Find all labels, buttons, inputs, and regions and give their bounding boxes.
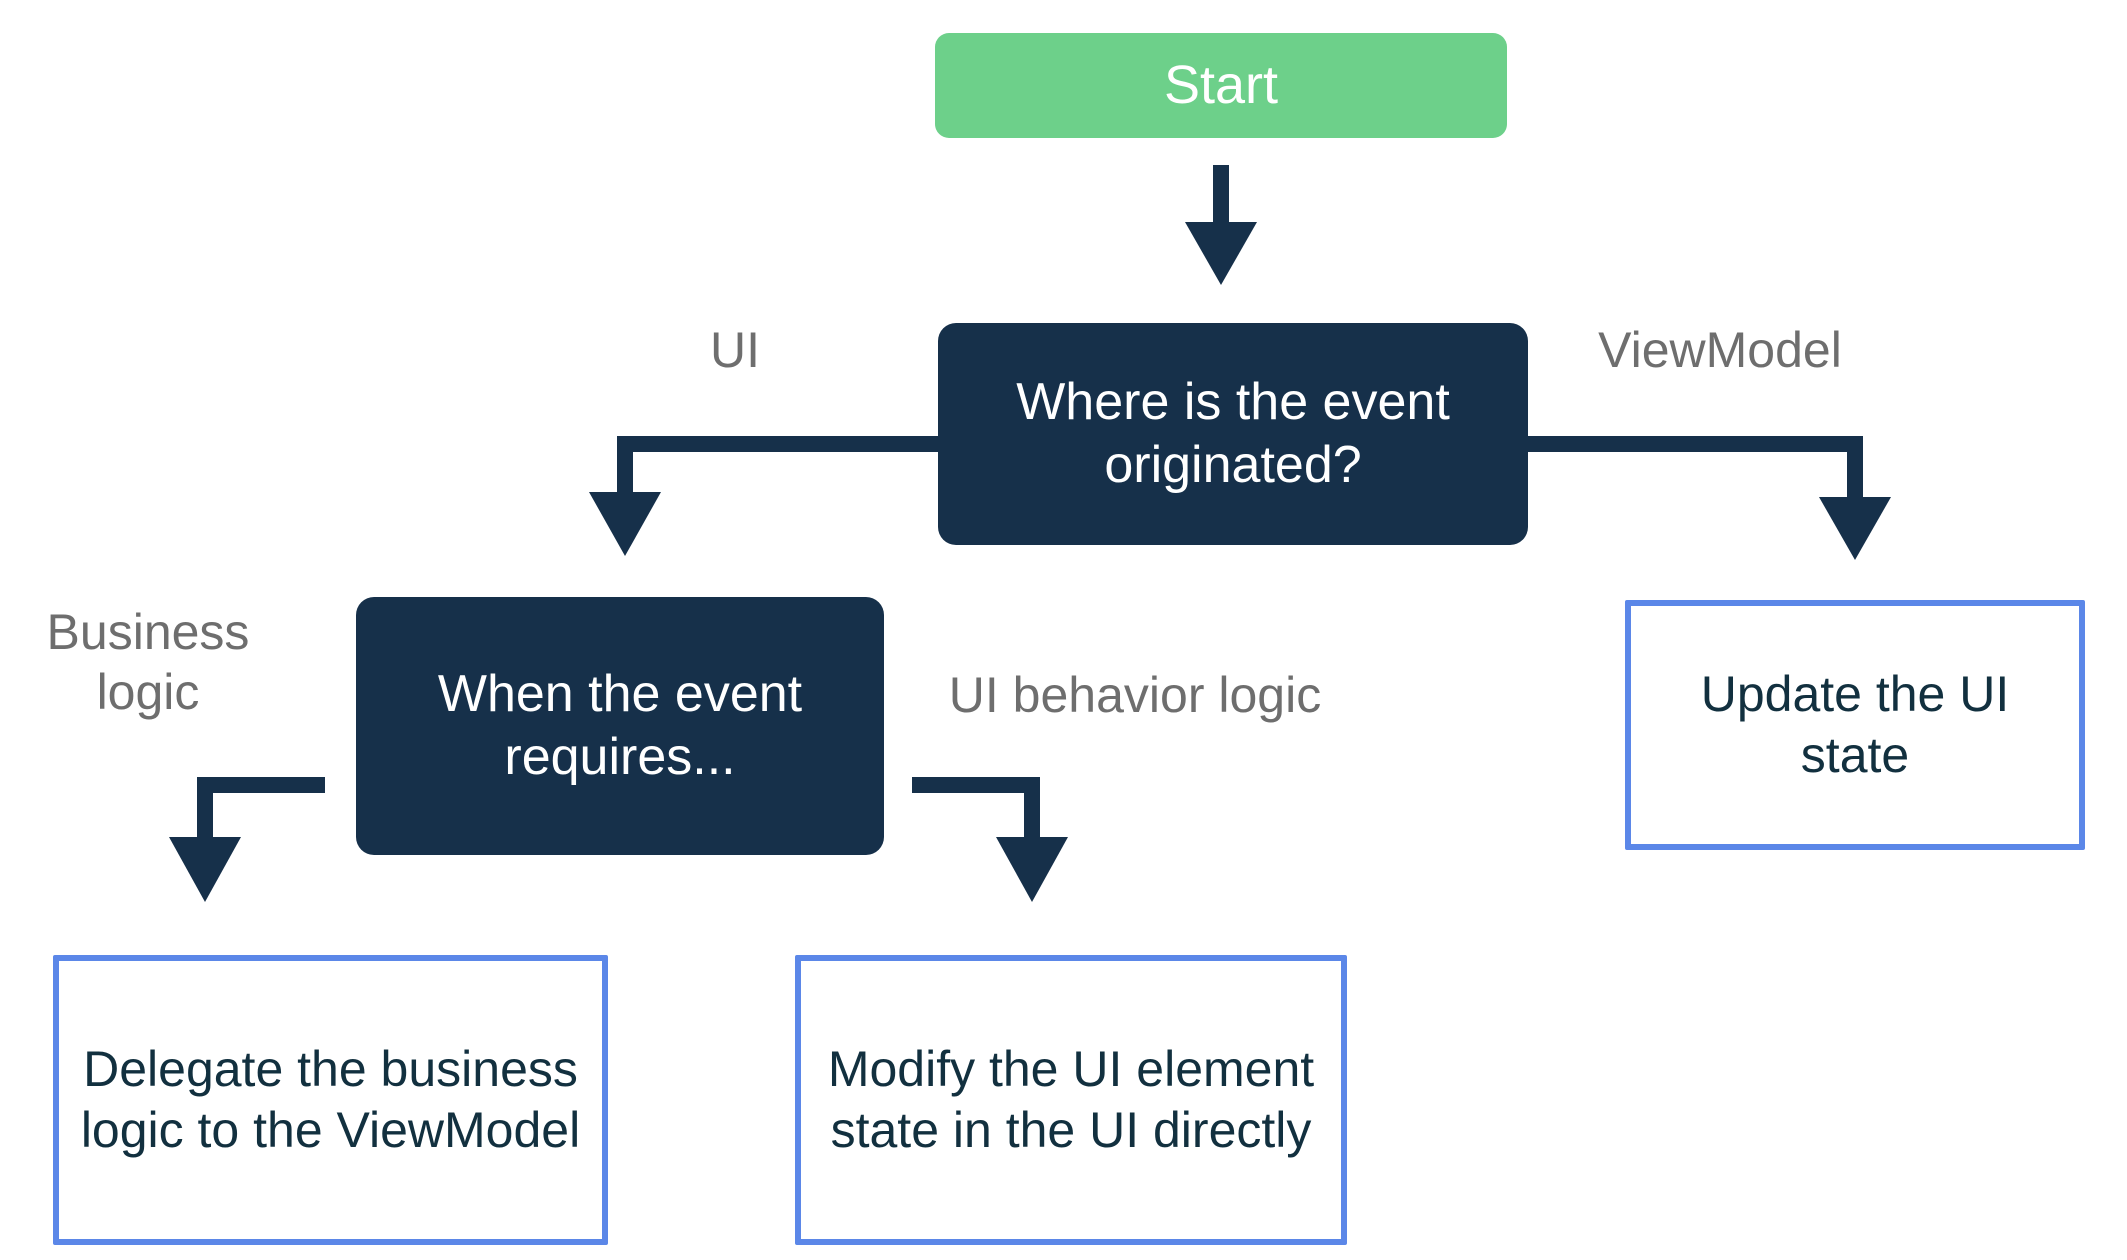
node-where-originated[interactable]: Where is the event originated? [938, 323, 1528, 545]
connector-start-to-decision [1185, 165, 1257, 285]
connector-when-requires-to-delegate [169, 777, 325, 902]
node-modify-ui-element[interactable]: Modify the UI element state in the UI di… [795, 955, 1347, 1245]
node-start[interactable]: Start [935, 33, 1507, 138]
node-when-requires[interactable]: When the event requires... [356, 597, 884, 855]
node-update-ui-state[interactable]: Update the UI state [1625, 600, 2085, 850]
connector-decision-to-update-ui [1528, 436, 1891, 560]
connector-decision-to-when-requires [589, 436, 938, 556]
node-start-label: Start [1163, 54, 1279, 115]
edge-label-viewmodel: ViewModel [1598, 322, 1842, 378]
edge-label-ui-behavior-logic: UI behavior logic [948, 667, 1322, 723]
connector-when-requires-to-modify [912, 777, 1068, 902]
node-where-originated-label: Where is the event originated? [1016, 372, 1450, 494]
node-update-ui-state-label: Update the UI state [1700, 666, 2010, 783]
node-delegate-business-logic[interactable]: Delegate the business logic to the ViewM… [53, 955, 608, 1245]
edge-label-business-logic: Business logic [46, 604, 250, 720]
node-delegate-business-logic-label: Delegate the business logic to the ViewM… [80, 1041, 581, 1158]
node-modify-ui-element-label: Modify the UI element state in the UI di… [827, 1041, 1315, 1158]
edge-label-ui: UI [710, 322, 760, 378]
node-when-requires-label: When the event requires... [437, 664, 803, 786]
